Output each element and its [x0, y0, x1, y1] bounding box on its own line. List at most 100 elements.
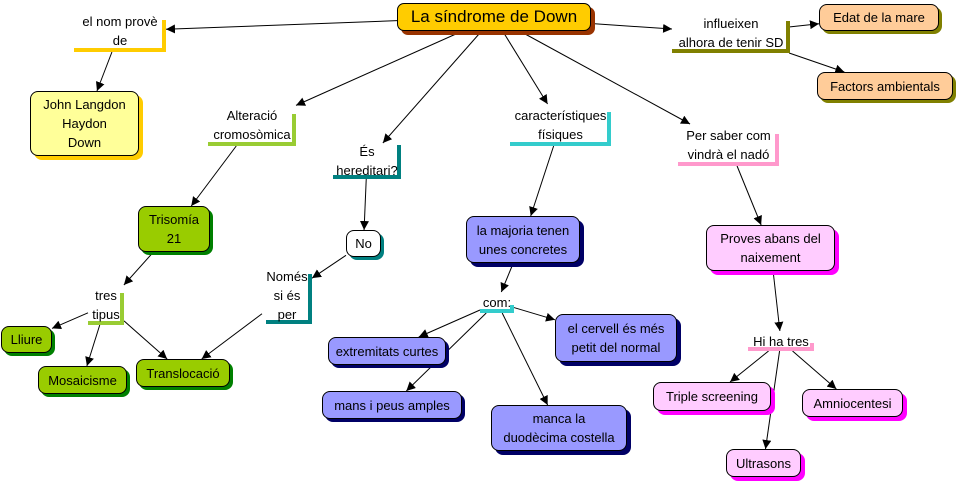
connector-l-infl-to-c-fact: [788, 52, 845, 74]
concept-el-cervell-es-mes-petit[interactable]: el cervell és més petit del normal: [555, 314, 677, 362]
link-underline: [480, 309, 514, 313]
concept-trisomia-21[interactable]: Trisomía 21: [138, 206, 210, 252]
link-tres-tipus[interactable]: tres tipus: [88, 285, 124, 325]
connector-n-root-to-l-nom: [165, 20, 398, 34]
link-bracket: [510, 305, 514, 313]
connector-l-com-to-c-cos: [501, 312, 549, 406]
link-line-2: alhora de tenir SD: [678, 35, 784, 50]
concept-edat-de-la-mare[interactable]: Edat de la mare: [819, 4, 939, 31]
connector-c-maj-to-l-com: [500, 262, 514, 293]
connector-l-car-to-c-maj: [529, 145, 555, 217]
concept-ultrasons[interactable]: Ultrasons: [726, 449, 801, 477]
concept-mans-i-peus-amples[interactable]: mans i peus amples: [322, 391, 462, 419]
link-line-2: cromosòmica: [213, 127, 291, 142]
link-underline: [678, 162, 779, 166]
link-underline: [672, 49, 790, 53]
link-line-1: Només: [266, 268, 308, 284]
concept-line-3: Down: [67, 135, 102, 150]
link-line-1: Per saber com: [686, 128, 771, 143]
connector-n-root-to-l-car: [502, 30, 548, 105]
connector-l-hi-to-c-amn: [792, 350, 837, 390]
concept-lliure[interactable]: Lliure: [1, 326, 52, 353]
concept-extremitats-curtes[interactable]: extremitats curtes: [328, 337, 446, 365]
connector-n-root-to-l-per: [519, 30, 691, 125]
concept-no[interactable]: No: [346, 230, 381, 257]
connector-l-alt-to-c-tri: [190, 145, 237, 207]
link-es-hereditari[interactable]: És hereditari?: [333, 143, 401, 179]
link-bracket: [162, 20, 166, 52]
connector-l-her-to-c-no: [359, 178, 369, 231]
link-caracteristiques-fisiques[interactable]: característiques físiques: [510, 104, 611, 146]
link-bracket: [810, 343, 814, 351]
connector-l-tres-to-c-trans: [123, 320, 168, 360]
link-line-2: de: [112, 33, 128, 48]
link-underline: [74, 48, 166, 52]
concept-line-2: petit del normal: [571, 340, 661, 355]
concept-line-2: duodècima costella: [503, 430, 615, 445]
connector-l-nom-to-c-john: [95, 51, 113, 92]
link-underline: [748, 347, 814, 351]
link-bracket: [308, 274, 312, 324]
link-line-1: tres: [95, 288, 117, 303]
connector-c-no-to-l-nom2: [311, 254, 347, 279]
connector-l-com-to-c-ext: [418, 309, 481, 338]
link-bracket: [120, 293, 124, 325]
concept-label: Edat de la mare: [833, 10, 925, 25]
link-bracket: [397, 145, 401, 179]
concept-factors-ambientals[interactable]: Factors ambientals: [817, 72, 953, 100]
link-line-2: hereditari?: [336, 163, 398, 178]
link-underline: [266, 320, 310, 324]
concept-la-majoria-tenen[interactable]: la majoria tenen unes concretes: [466, 216, 580, 263]
concept-manca-la-duodecima-costella[interactable]: manca la duodècima costella: [491, 405, 627, 451]
concept-label: Lliure: [10, 332, 43, 347]
link-line-2: vindrà el nadó: [687, 147, 770, 162]
concept-label: No: [355, 236, 372, 251]
link-bracket: [786, 21, 790, 53]
link-nomes-si-es-per[interactable]: Només si és per: [262, 266, 312, 324]
link-bracket: [775, 134, 779, 166]
concept-john-langdon-haydon-down[interactable]: John Langdon Haydon Down: [30, 91, 139, 156]
link-underline: [510, 142, 611, 146]
concept-amniocentesi[interactable]: Amniocentesi: [802, 389, 903, 417]
concept-proves-abans-del-naixement[interactable]: Proves abans del naixement: [706, 225, 835, 271]
concept-label: Factors ambientals: [830, 78, 940, 94]
concept-line-2: 21: [166, 231, 182, 246]
connector-l-hi-to-c-ult: [762, 350, 781, 450]
link-alteracio-cromosomica[interactable]: Alteració cromosòmica: [208, 104, 296, 146]
link-line-3: per: [277, 306, 297, 322]
link-line-1: com:: [482, 295, 512, 310]
link-underline: [333, 175, 401, 179]
link-underline: [88, 321, 124, 325]
link-bracket: [292, 114, 296, 146]
link-line-1: És: [359, 144, 375, 159]
link-bracket: [607, 112, 611, 146]
concept-label: Mosaicisme: [48, 372, 117, 388]
concept-triple-screening[interactable]: Triple screening: [653, 382, 771, 411]
concept-mosaicisme[interactable]: Mosaicisme: [38, 366, 127, 394]
link-influeixen[interactable]: influeixen alhora de tenir SD: [672, 13, 790, 53]
link-line-1: el nom provè: [82, 14, 158, 29]
concept-line-2: Haydon: [62, 116, 107, 131]
link-line-2: físiques: [538, 127, 583, 142]
connector-n-root-to-l-alt: [295, 30, 463, 106]
link-el-nom-prove-de[interactable]: el nom provè de: [74, 10, 166, 52]
concept-line-2: naixement: [740, 250, 801, 265]
connector-l-infl-to-c-edat: [789, 20, 820, 30]
link-line-1: influeixen: [703, 16, 759, 31]
connector-c-prov-to-l-hi: [772, 270, 784, 332]
connector-n-root-to-l-her: [382, 30, 483, 144]
connector-l-hi-to-c-trip: [729, 350, 769, 383]
concept-translocacio[interactable]: Translocació: [136, 359, 230, 387]
concept-label: Translocació: [146, 365, 220, 381]
concept-line-1: Proves abans del: [720, 231, 821, 246]
link-hi-ha-tres[interactable]: Hi ha tres: [748, 331, 814, 351]
root-concept-sindrome-de-down[interactable]: La síndrome de Down: [397, 3, 591, 31]
link-com[interactable]: com:: [480, 292, 514, 313]
link-per-saber-com[interactable]: Per saber com vindrà el nadó: [678, 124, 779, 166]
connector-l-per-to-c-prov: [736, 165, 762, 226]
link-line-1: Alteració: [226, 108, 278, 123]
connector-l-tres-to-c-mos: [85, 324, 101, 367]
link-line-1: característiques: [514, 108, 607, 123]
connector-l-com-to-c-mans: [405, 312, 487, 392]
